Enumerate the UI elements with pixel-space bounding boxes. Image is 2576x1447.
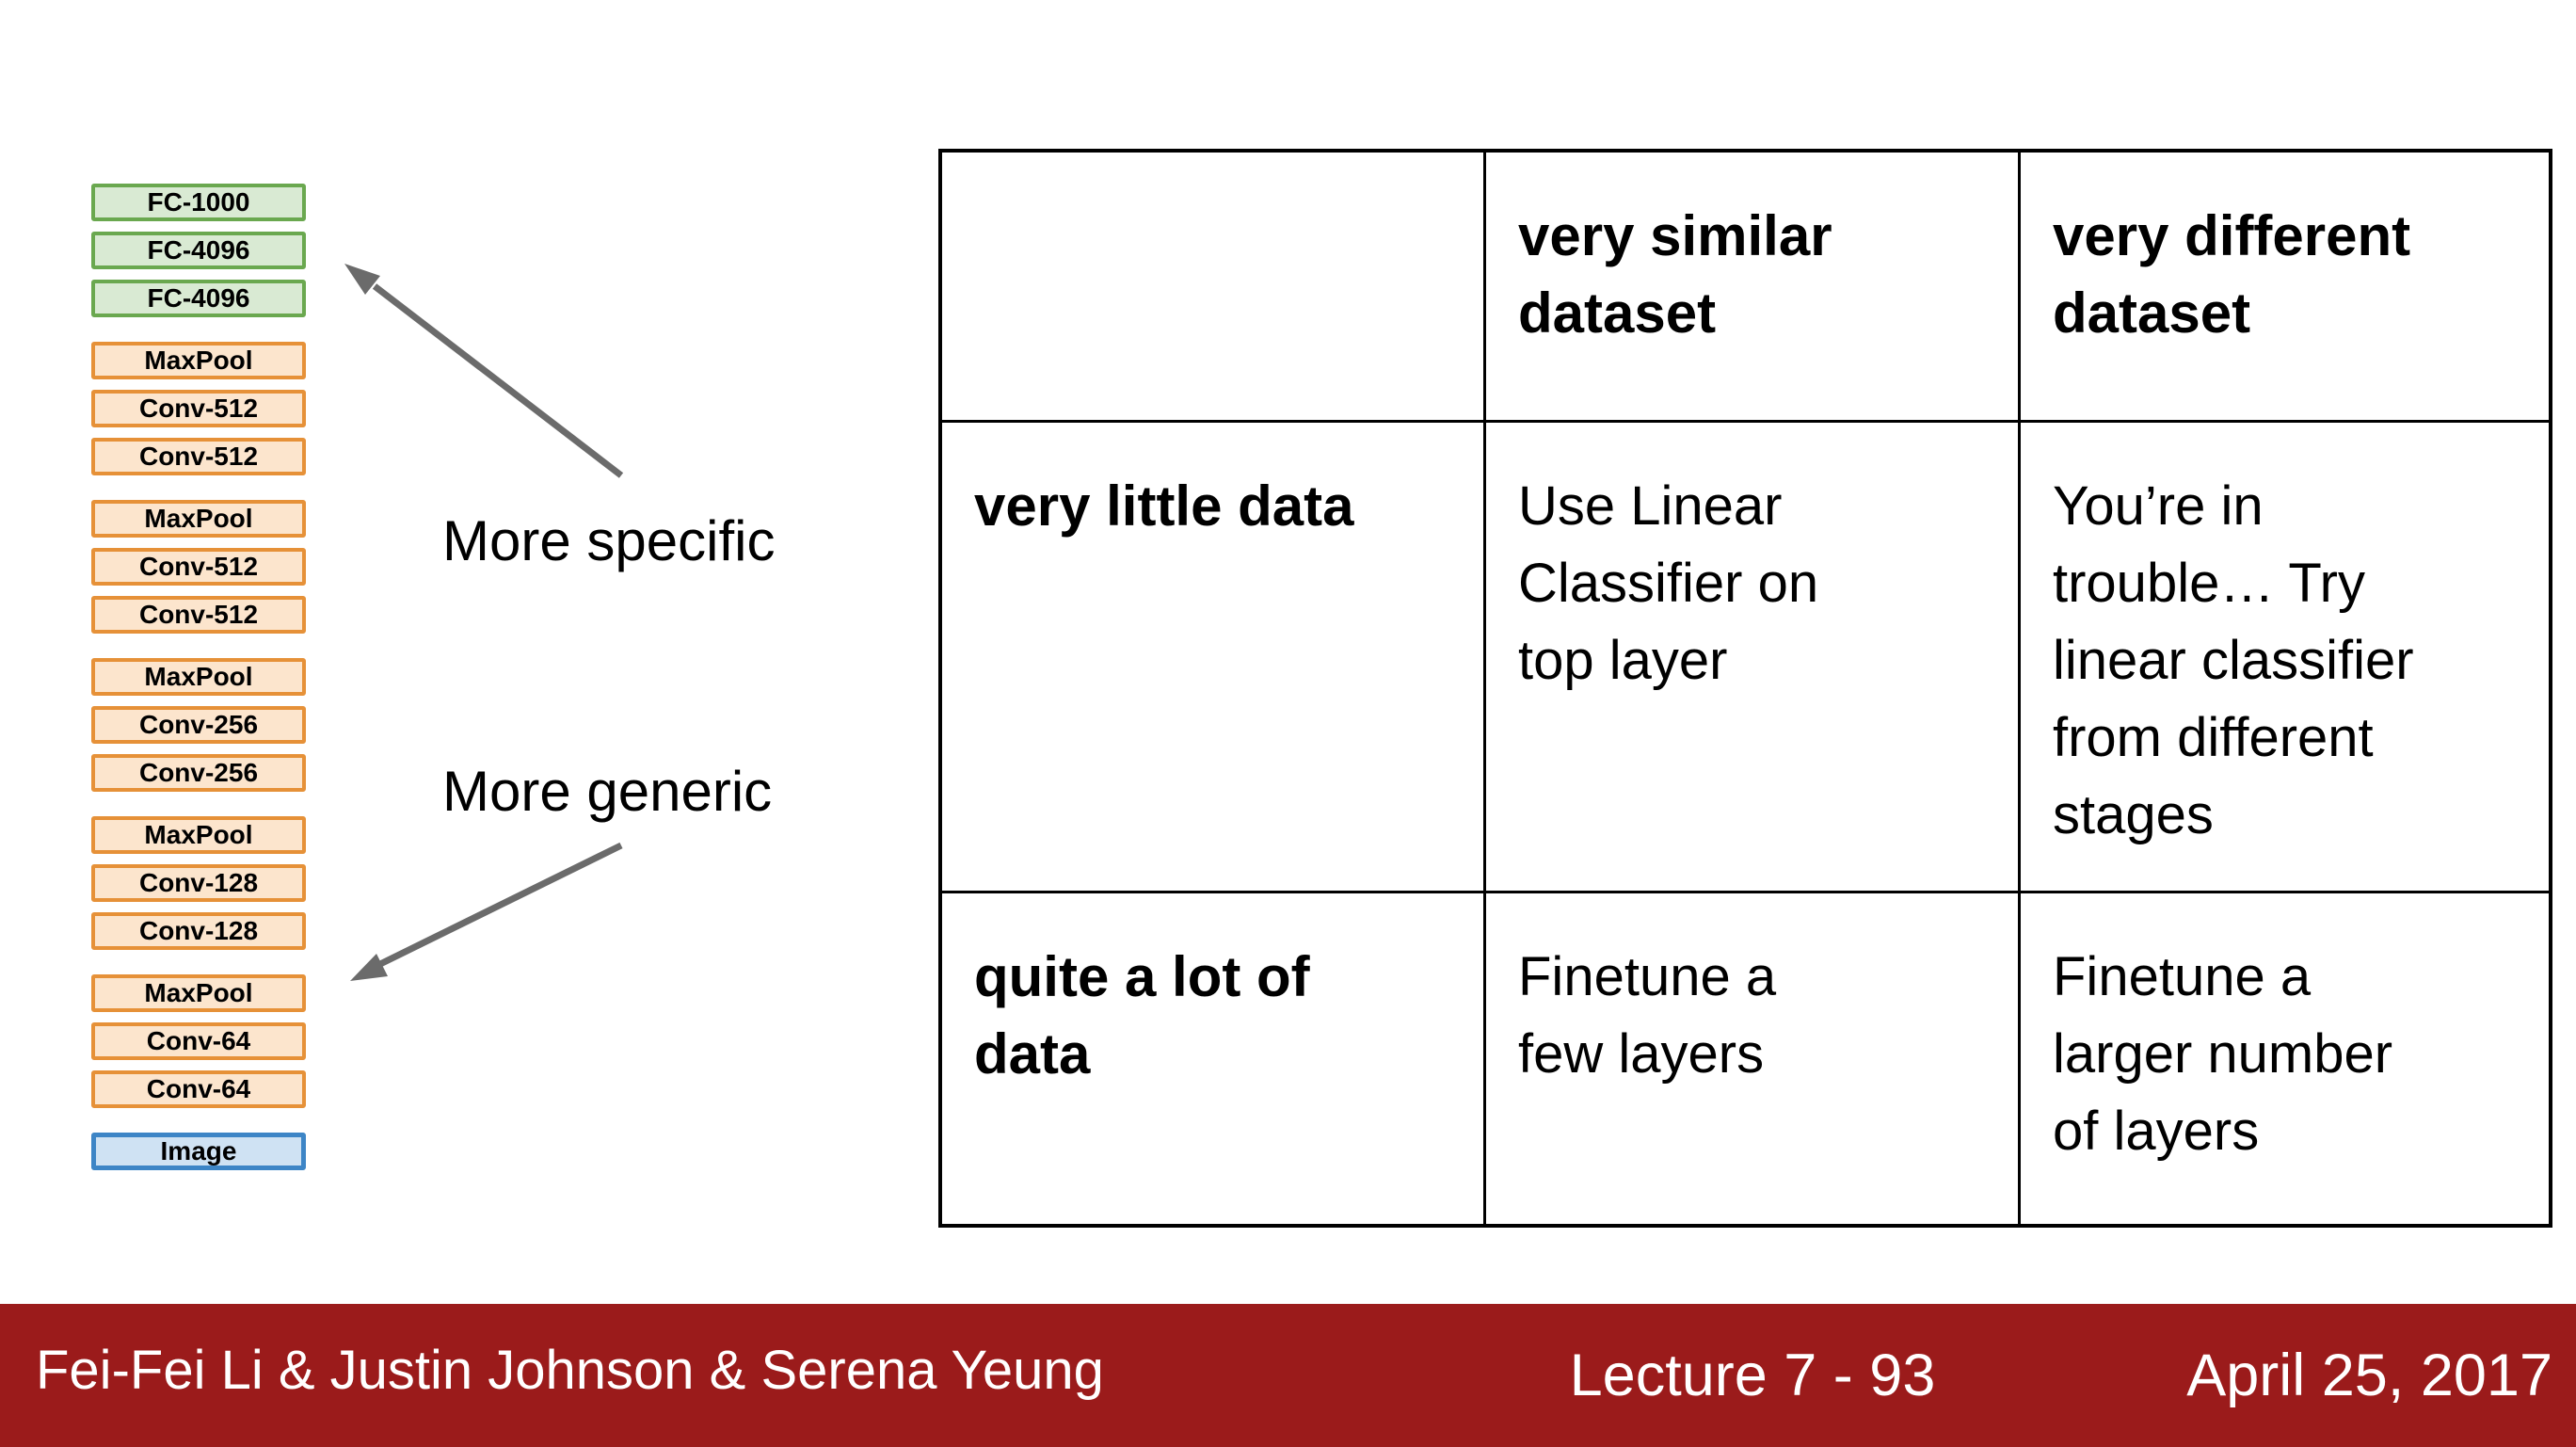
layer-box-conv-256: Conv-256 — [91, 754, 306, 792]
layer-box-image: Image — [91, 1133, 306, 1170]
layer-box-conv-256: Conv-256 — [91, 706, 306, 744]
table-cell: Finetune a few layers — [1486, 893, 2021, 1224]
table-row-header: very little data — [942, 423, 1486, 893]
table-cell: Finetune a larger number of layers — [2053, 946, 2393, 1162]
layer-box-conv-512: Conv-512 — [91, 390, 306, 427]
more-generic-arrow — [350, 842, 623, 981]
layer-box-conv-64: Conv-64 — [91, 1022, 306, 1060]
layer-group: Image — [91, 1133, 306, 1170]
layer-box-maxpool: MaxPool — [91, 658, 306, 696]
table-col-header: very similar dataset — [1486, 153, 2021, 423]
layer-box-maxpool: MaxPool — [91, 500, 306, 538]
layer-box-maxpool: MaxPool — [91, 342, 306, 379]
table-row-header: quite a lot of data — [942, 893, 1486, 1224]
layer-box-conv-128: Conv-128 — [91, 912, 306, 950]
layer-box-conv-512: Conv-512 — [91, 438, 306, 475]
table-corner-cell — [942, 153, 1486, 423]
footer-lecture-page: Lecture 7 - 93 — [1569, 1342, 1936, 1408]
layer-box-maxpool: MaxPool — [91, 816, 306, 854]
layer-box-conv-64: Conv-64 — [91, 1070, 306, 1108]
footer-bar: Fei-Fei Li & Justin Johnson & Serena Yeu… — [0, 1304, 2576, 1447]
table-cell: You’re in trouble… Try linear classifier… — [2021, 423, 2549, 893]
layer-box-fc-4096: FC-4096 — [91, 280, 306, 317]
layer-box-fc-1000: FC-1000 — [91, 184, 306, 221]
layer-box-fc-4096: FC-4096 — [91, 232, 306, 269]
layer-box-conv-512: Conv-512 — [91, 548, 306, 586]
more-generic-label: More generic — [442, 760, 773, 823]
layer-box-maxpool: MaxPool — [91, 974, 306, 1012]
footer-authors: Fei-Fei Li & Justin Johnson & Serena Yeu… — [36, 1339, 1104, 1401]
layer-box-conv-512: Conv-512 — [91, 596, 306, 634]
more-specific-label: More specific — [442, 509, 776, 572]
table-cell: Use Linear Classifier on top layer — [1486, 423, 2021, 893]
layer-box-conv-128: Conv-128 — [91, 864, 306, 902]
table-col-header: very different dataset — [2021, 153, 2549, 423]
footer-date: April 25, 2017 — [2186, 1342, 2552, 1408]
more-specific-arrow — [344, 264, 624, 478]
